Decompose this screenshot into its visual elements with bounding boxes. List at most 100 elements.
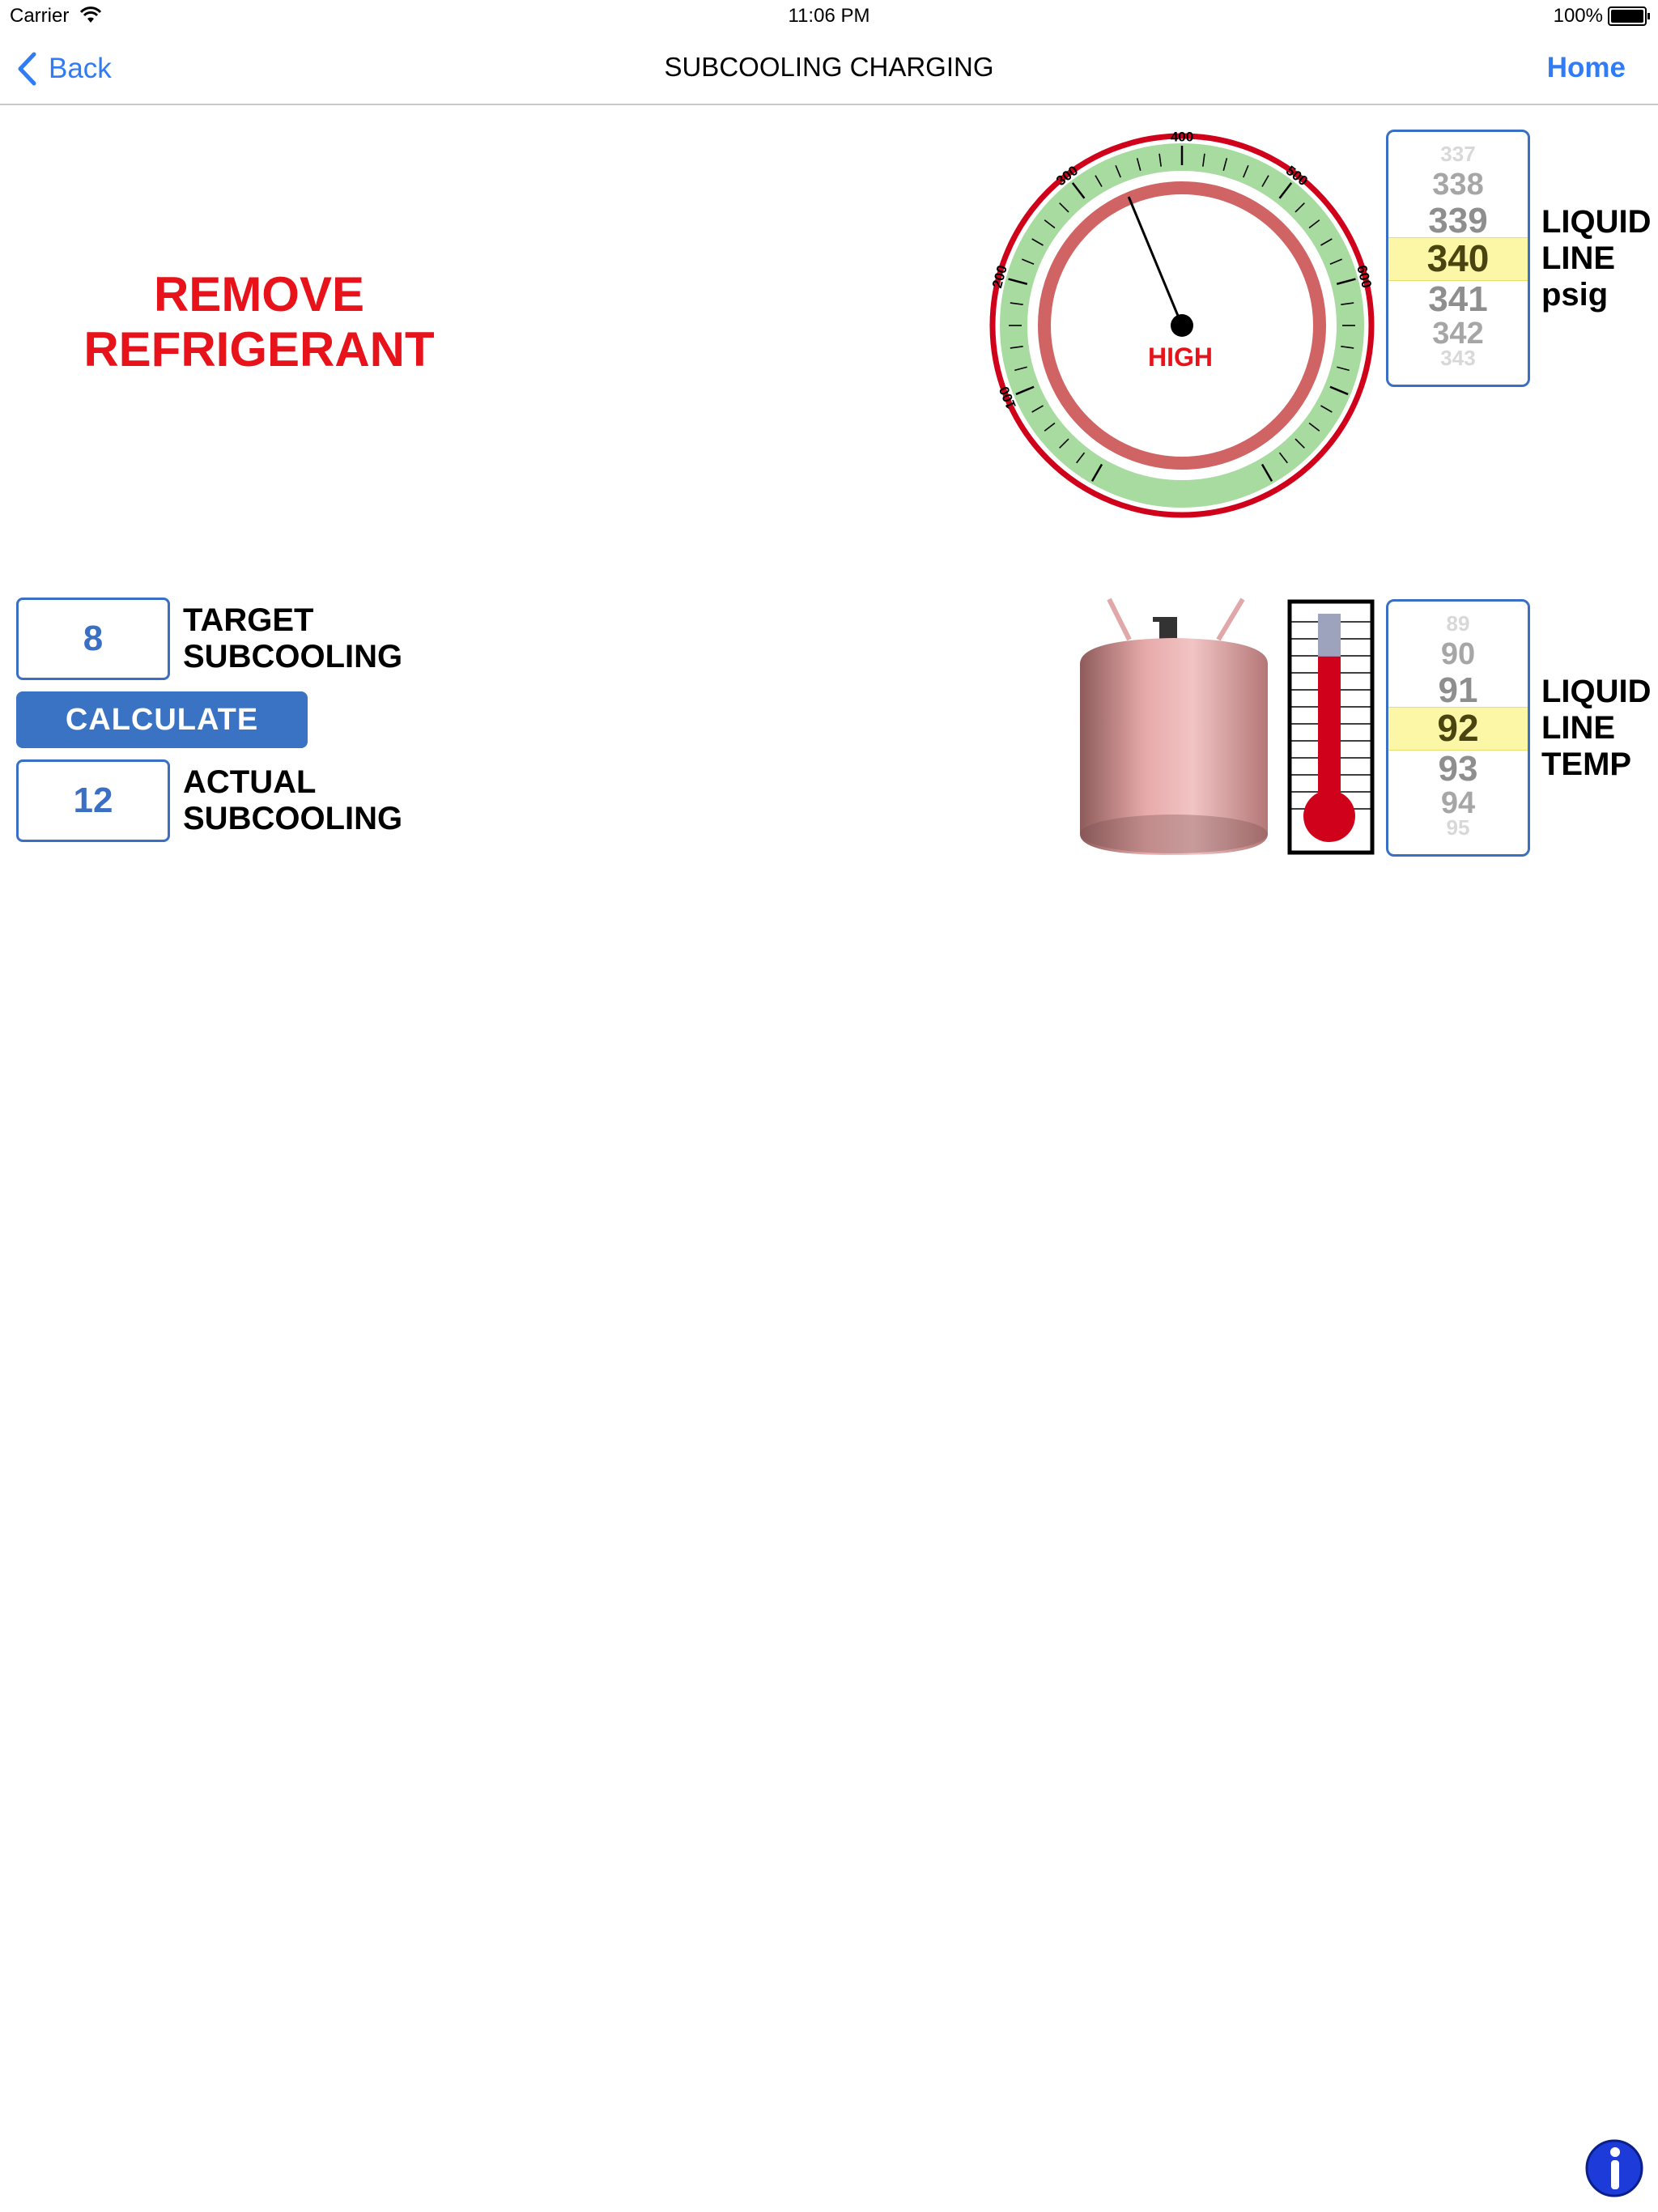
actual-subcooling-field: 12 — [16, 759, 170, 842]
picker-row: 341 — [1428, 279, 1488, 319]
status-time: 11:06 PM — [788, 5, 870, 27]
gauge-tick — [1308, 422, 1320, 432]
picker-row: 89 — [1446, 611, 1470, 636]
picker-row: 93 — [1438, 749, 1478, 789]
gauge-hub — [1171, 314, 1193, 337]
battery-icon — [1608, 6, 1650, 26]
navigation-bar — [0, 32, 1658, 105]
gauge-tick — [1202, 153, 1205, 167]
battery-text: 100% — [1553, 5, 1603, 27]
pressure-label: LIQUID LINE psig — [1541, 204, 1652, 313]
home-button[interactable]: Home — [1546, 52, 1626, 83]
pressure-label-line: LIQUID — [1541, 204, 1652, 240]
gauge-tick — [1341, 302, 1354, 305]
picker-row-selected: 92 — [1437, 707, 1479, 749]
wifi-icon — [79, 6, 102, 23]
info-icon[interactable] — [1584, 2138, 1645, 2199]
actual-label-line: ACTUAL — [183, 764, 317, 800]
pressure-picker[interactable]: 337 338 339 340 341 342 343 — [1386, 130, 1530, 387]
gauge-tick — [1015, 385, 1035, 396]
gauge-tick — [1222, 158, 1228, 171]
gauge-red-band — [1038, 181, 1326, 470]
pressure-label-line: psig — [1541, 277, 1609, 313]
gauge-tick — [1295, 202, 1305, 213]
gauge-tick — [1278, 182, 1293, 199]
picker-row: 94 — [1440, 786, 1476, 820]
gauge-tick — [1341, 346, 1354, 349]
target-label-line: SUBCOOLING — [183, 639, 403, 674]
back-button[interactable]: Back — [16, 49, 112, 89]
gauge-tick — [1010, 346, 1023, 349]
gauge-tick — [1115, 164, 1121, 178]
calculate-button[interactable]: CALCULATE — [16, 691, 308, 748]
picker-row: 342 — [1432, 317, 1484, 351]
gauge-tick — [1031, 405, 1044, 413]
page-title: SUBCOOLING CHARGING — [664, 52, 994, 82]
gauge-needle — [1127, 196, 1184, 326]
gauge-tick — [1076, 452, 1086, 464]
refrigerant-tank-icon — [1080, 598, 1268, 855]
instruction-line-1: REMOVE — [153, 267, 365, 321]
gauge-tick — [1337, 366, 1350, 372]
instruction-line-2: REFRIGERANT — [83, 322, 435, 376]
actual-subcooling-label: ACTUAL SUBCOOLING — [183, 764, 402, 837]
pressure-label-line: LINE — [1541, 240, 1616, 276]
gauge-tick — [1044, 219, 1056, 229]
picker-row: 95 — [1446, 815, 1470, 840]
target-label-line: TARGET — [183, 602, 314, 638]
status-battery: 100% — [1553, 5, 1650, 28]
gauge-tick — [1158, 153, 1162, 167]
gauge-tick — [1320, 405, 1333, 413]
target-subcooling-label: TARGET SUBCOOLING — [183, 602, 402, 675]
gauge-tick — [1014, 366, 1027, 372]
gauge-tick — [1136, 158, 1141, 171]
picker-row: 90 — [1440, 637, 1476, 671]
gauge-tick — [1278, 452, 1288, 464]
picker-row: 339 — [1428, 201, 1488, 240]
thermometer-bulb — [1303, 790, 1355, 842]
gauge-tick — [1261, 463, 1273, 482]
chevron-left-icon — [18, 52, 36, 86]
picker-selection-band — [1388, 237, 1528, 281]
gauge-tick — [1008, 278, 1028, 285]
gauge-tick — [1059, 202, 1069, 213]
charge-instruction: REMOVE REFRIGERANT — [49, 267, 470, 377]
picker-row-selected: 340 — [1426, 237, 1490, 279]
gauge-tick — [1010, 302, 1023, 305]
gauge-tick — [1336, 278, 1356, 285]
gauge-tick — [1329, 258, 1343, 265]
gauge-tick — [1059, 438, 1069, 449]
picker-selection-band — [1388, 707, 1528, 751]
actual-label-line: SUBCOOLING — [183, 801, 403, 836]
gauge-tick — [1261, 175, 1269, 187]
status-carrier: Carrier — [10, 5, 102, 28]
gauge-tick — [1021, 258, 1035, 265]
gauge-tick — [1095, 175, 1103, 187]
gauge-tick — [1329, 385, 1349, 396]
gauge-tick — [1090, 463, 1103, 482]
gauge-label: HIGH — [1148, 342, 1213, 372]
gauge-tick — [1044, 422, 1056, 432]
gauge-ticks — [1008, 146, 1356, 482]
picker-row: 91 — [1438, 670, 1478, 710]
picker-row: 338 — [1432, 168, 1484, 202]
temperature-label-line: LINE — [1541, 710, 1616, 746]
gauge-tick — [1071, 182, 1086, 199]
gauge-tick — [1243, 164, 1249, 178]
picker-row: 343 — [1440, 346, 1476, 370]
back-label: Back — [49, 53, 112, 84]
carrier-text: Carrier — [10, 5, 70, 27]
temperature-label-line: TEMP — [1541, 747, 1632, 782]
gauge-tick — [1031, 238, 1044, 246]
gauge-scale-label: 400 — [1171, 130, 1193, 144]
temperature-label: LIQUID LINE TEMP — [1541, 674, 1652, 783]
gauge-tick — [1308, 219, 1320, 229]
target-subcooling-field[interactable]: 8 — [16, 598, 170, 680]
temperature-label-line: LIQUID — [1541, 674, 1652, 709]
gauge-tick — [1295, 438, 1305, 449]
picker-row: 337 — [1440, 142, 1476, 166]
thermometer-fill — [1318, 656, 1341, 816]
gauge-tick — [1320, 238, 1333, 246]
temperature-picker[interactable]: 89 90 91 92 93 94 95 — [1386, 599, 1530, 857]
